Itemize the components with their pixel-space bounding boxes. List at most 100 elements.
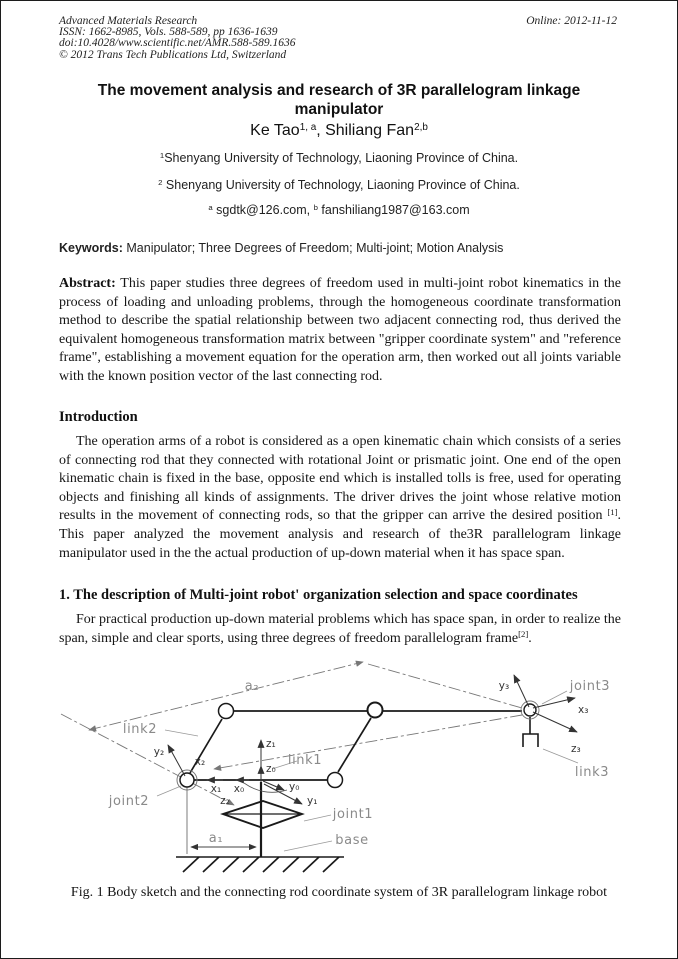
z2-axis-line: [60, 713, 235, 806]
emails-line: a sgdtk@126.com, b fanshiliang1987@163.c…: [1, 203, 677, 217]
email-a: sgdtk@126.com,: [212, 203, 314, 217]
doi-line: doi:10.4028/www.scientific.net/AMR.588-5…: [59, 37, 296, 50]
label-link1: link1: [288, 753, 322, 768]
base-leader: [283, 840, 333, 852]
gripper: [522, 717, 539, 747]
axis-label-x3: x₃: [578, 704, 588, 716]
pin-bottom-right: [326, 771, 344, 789]
axis-label-y0: y₀: [289, 781, 299, 793]
reference-2: [2]: [518, 628, 529, 639]
affiliation-2: 2 Shenyang University of Technology, Lia…: [1, 178, 677, 192]
label-a1: a₁: [209, 831, 223, 846]
link3-leader: [542, 748, 579, 764]
left-link-bar: [189, 718, 223, 774]
online-date: Online: 2012-11-12: [526, 15, 617, 27]
abstract-text: This paper studies three degrees of free…: [59, 276, 621, 384]
joint2-leader: [156, 785, 182, 797]
joint1-leader: [303, 814, 332, 822]
keywords-text: Manipulator; Three Degrees of Freedom; M…: [122, 241, 504, 255]
section1-text-2: .: [528, 630, 532, 646]
paper-title-line1: The movement analysis and research of 3R…: [97, 82, 581, 99]
y2-axis: [167, 744, 186, 777]
axis-label-y1: y₁: [307, 795, 317, 807]
x3-axis: [532, 696, 576, 709]
section1-paragraph: For practical production up-down materia…: [59, 611, 621, 648]
figure-1-linkage-drawing: a₂ link2 joint2 link1 joint1 base a₁ joi…: [60, 660, 610, 873]
abstract-paragraph: Abstract: This paper studies three degre…: [59, 275, 621, 387]
email-a-superscript: a: [208, 202, 213, 212]
reference-1: [1]: [607, 506, 618, 517]
joints: [176, 700, 540, 791]
authors-line: Ke Tao1, a, Shiliang Fan2,b: [1, 122, 677, 140]
link1-leader: [271, 760, 298, 770]
label-joint2: joint2: [108, 794, 149, 809]
introduction-paragraph: The operation arms of a robot is conside…: [59, 433, 621, 563]
axis-label-x2: x₂: [195, 756, 205, 768]
z3-axis: [532, 711, 578, 733]
label-a2: a₂: [245, 679, 259, 694]
author-separator: ,: [316, 122, 326, 139]
affiliation-2-superscript: 2: [158, 177, 163, 187]
section1-text-1: For practical production up-down materia…: [59, 612, 621, 646]
journal-header: Advanced Materials Research ISSN: 1662-8…: [59, 15, 296, 61]
copyright-line: © 2012 Trans Tech Publications Ltd, Swit…: [59, 48, 287, 61]
ground-hatching: [182, 856, 340, 873]
author-1: Ke Tao: [250, 122, 300, 139]
a1-dimension: [186, 786, 257, 854]
issn-line: ISSN: 1662-8985, Vols. 588-589, pp 1636-…: [59, 26, 278, 39]
section1-heading: 1. The description of Multi-joint robot'…: [59, 587, 578, 603]
label-link2: link2: [123, 722, 157, 737]
abstract-label: Abstract:: [59, 276, 116, 291]
label-joint3: joint3: [569, 679, 610, 694]
paper-title: The movement analysis and research of 3R…: [1, 81, 677, 119]
pin-top-left: [217, 702, 235, 720]
axis-label-x0: x₀: [234, 783, 244, 795]
figure-caption: Fig. 1 Body sketch and the connecting ro…: [70, 885, 608, 900]
keywords-line: Keywords: Manipulator; Three Degrees of …: [59, 241, 621, 255]
x2-axis-line: [213, 714, 523, 771]
affiliation-1-text: Shenyang University of Technology, Liaon…: [164, 151, 519, 165]
journal-name: Advanced Materials Research: [59, 15, 198, 27]
a2-dimension-line: [88, 660, 364, 732]
paper-title-line2: manipulator: [294, 101, 384, 118]
keywords-label: Keywords:: [59, 241, 123, 255]
joint2-pin: [179, 772, 195, 788]
affiliation-1-superscript: 1: [159, 150, 165, 160]
right-link-bar: [337, 717, 372, 773]
axis-label-z0: z₀: [266, 763, 276, 775]
label-base: base: [335, 833, 368, 848]
coordinate-axes: [167, 674, 578, 805]
axis-label-z3: z₃: [571, 743, 581, 755]
email-b-superscript: b: [313, 202, 318, 212]
center-lines: [60, 660, 523, 806]
author-2-superscript: 2,b: [414, 121, 428, 133]
center-line-to-joint3: [367, 663, 523, 709]
joint3-leader: [541, 690, 568, 705]
pin-top-mid: [366, 701, 384, 719]
joint3-pin: [523, 703, 537, 717]
email-b: fanshiliang1987@163.com: [317, 203, 470, 217]
label-joint1: joint1: [332, 807, 373, 822]
introduction-heading: Introduction: [59, 409, 138, 425]
introduction-text-1: The operation arms of a robot is conside…: [59, 434, 621, 524]
label-link3: link3: [575, 765, 609, 780]
axis-label-y2: y₂: [154, 746, 164, 758]
introduction-text-2: . This paper analyzed the movement analy…: [59, 508, 621, 561]
leader-lines: [156, 690, 579, 852]
y0-axis: [262, 780, 285, 791]
joint2-outer-ring: [176, 769, 198, 791]
joint3-outer-ring: [520, 700, 540, 720]
link2-leader: [164, 729, 199, 737]
y3-axis: [513, 674, 530, 708]
author-2: Shiliang Fan: [325, 122, 415, 139]
author-1-superscript: 1, a: [299, 121, 317, 133]
axis-label-z2: z₂: [220, 795, 230, 807]
axis-labels: y₂ x₂ z₂ z₁ z₀ x₁ x₀ y₀ y₁ y₃ x₃ z₃: [154, 680, 589, 807]
affiliation-1: 1Shenyang University of Technology, Liao…: [1, 151, 677, 165]
axis-label-z1: z₁: [266, 738, 276, 750]
rotation-angle-arc: [243, 782, 288, 793]
y1-axis: [263, 783, 303, 805]
affiliation-2-text: Shenyang University of Technology, Liaon…: [162, 178, 520, 192]
figure-labels: a₂ link2 joint2 link1 joint1 base a₁ joi…: [108, 679, 610, 848]
